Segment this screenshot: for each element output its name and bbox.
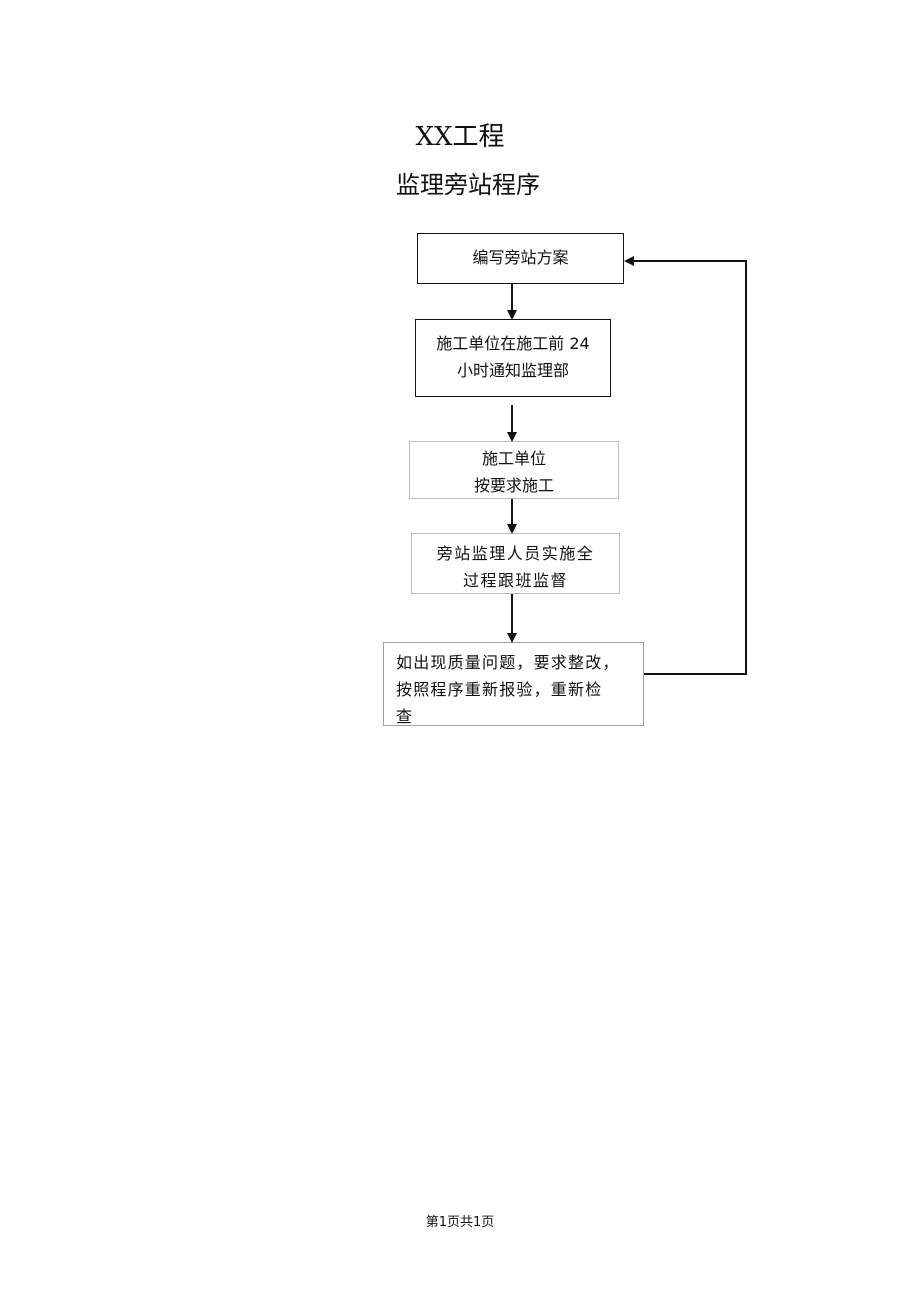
flow-step-text: 编写旁站方案	[472, 248, 569, 267]
flow-step-text: 过程跟班监督	[462, 571, 568, 590]
flow-step-text: 施工单位	[481, 449, 546, 468]
flow-step-write-plan: 编写旁站方案	[417, 233, 624, 284]
flow-step-text: 旁站监理人员实施全	[436, 544, 595, 563]
flow-step-notify: 施工单位在施工前 24 小时通知监理部	[415, 319, 611, 397]
arrow-feedback-loop	[624, 256, 747, 675]
document-title: XX工程	[415, 122, 505, 152]
flow-step-text: 按照程序重新报验，重新检	[396, 680, 603, 699]
flow-step-text: 查	[396, 707, 414, 726]
flow-step-text: 小时通知监理部	[456, 361, 569, 380]
flow-step-rectify: 如出现质量问题，要求整改， 按照程序重新报验，重新检 查	[383, 642, 644, 726]
flow-step-supervise: 旁站监理人员实施全 过程跟班监督	[411, 533, 620, 594]
flow-step-text: 如出现质量问题，要求整改，	[396, 653, 620, 672]
flow-step-text: 按要求施工	[473, 476, 554, 495]
flow-step-construct: 施工单位 按要求施工	[409, 441, 619, 499]
page-footer: 第1页共1页	[425, 1215, 495, 1230]
document-subtitle: 监理旁站程序	[396, 171, 540, 199]
flow-step-text: 施工单位在施工前 24	[436, 334, 590, 353]
